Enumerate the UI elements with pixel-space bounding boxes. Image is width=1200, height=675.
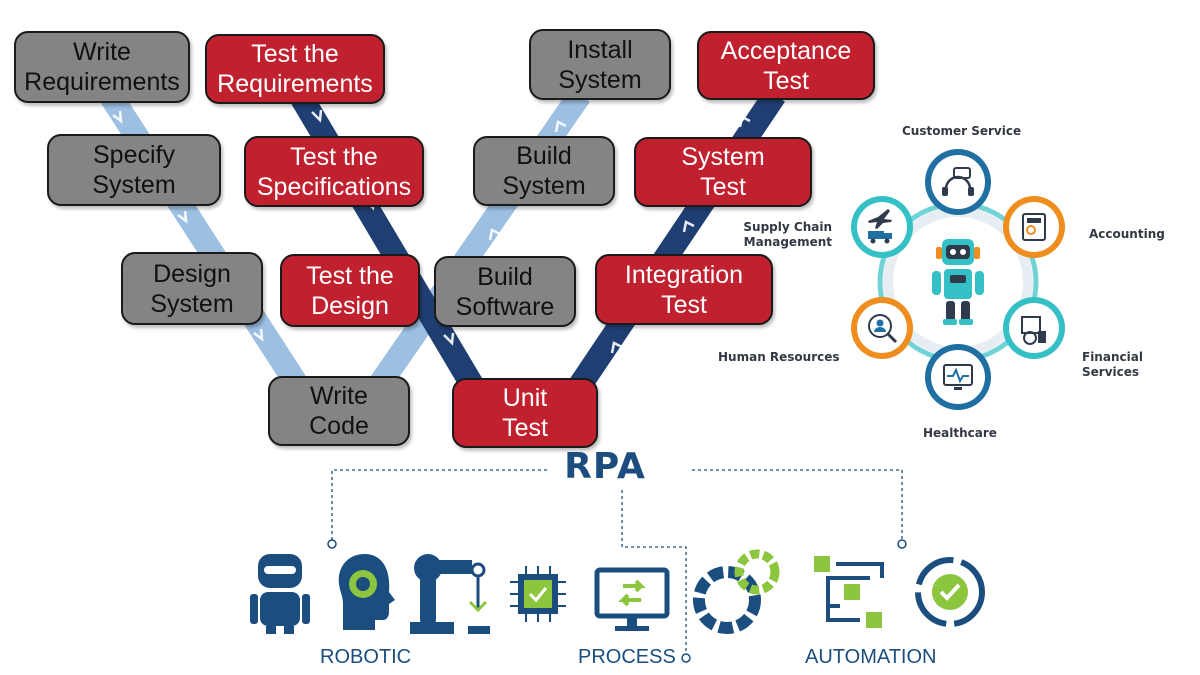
chevron-mark <box>554 120 567 133</box>
gears-icon <box>693 549 780 634</box>
head-gear-icon <box>338 554 395 630</box>
label-accounting: Accounting <box>1089 227 1165 241</box>
cycle-check-icon <box>915 557 985 627</box>
heart-monitor-icon <box>925 344 991 410</box>
box-design-system: Design System <box>121 252 263 325</box>
label-healthcare: Healthcare <box>923 426 997 440</box>
label-human-resources: Human Resources <box>718 350 840 364</box>
chevron-mark <box>112 110 123 124</box>
box-acceptance-test: Acceptance Test <box>697 31 875 100</box>
box-write-requirements: Write Requirements <box>14 31 190 103</box>
calculator-icon <box>1003 196 1065 258</box>
chip-check-icon <box>510 566 566 622</box>
box-build-software: Build Software <box>434 256 576 327</box>
chevron-mark <box>311 109 323 123</box>
chevron-mark <box>253 328 264 342</box>
chevron-mark <box>610 341 623 354</box>
label-financial-services: Financial Services <box>1082 350 1143 379</box>
box-write-code: Write Code <box>268 376 410 446</box>
box-unit-test: Unit Test <box>452 378 598 448</box>
rpa-title: RPA <box>564 446 646 487</box>
chevron-mark <box>488 228 501 241</box>
box-test-requirements: Test the Requirements <box>205 34 385 104</box>
box-install-system: Install System <box>529 29 671 100</box>
box-integration-test: Integration Test <box>595 254 773 325</box>
box-test-design: Test the Design <box>280 254 420 327</box>
label-supply-chain: Supply Chain Management <box>743 220 832 249</box>
chevron-mark <box>682 220 695 233</box>
box-build-system: Build System <box>473 136 615 206</box>
robot-icon <box>932 239 984 325</box>
rpa-industries-wheel <box>851 149 1065 410</box>
chevron-mark <box>420 378 433 391</box>
chevron-mark <box>177 210 188 224</box>
monitor-arrows-icon <box>594 567 670 631</box>
word-automation: AUTOMATION <box>805 646 937 668</box>
coins-icon <box>1003 297 1065 359</box>
rpa-icon-row <box>250 549 985 634</box>
label-customer-service: Customer Service <box>902 124 1022 138</box>
word-process: PROCESS <box>578 646 676 668</box>
flow-steps-icon <box>814 556 884 628</box>
truck-plane-icon <box>851 196 913 258</box>
box-system-test: System Test <box>634 137 812 207</box>
headset-icon <box>925 149 991 215</box>
box-specify-system: Specify System <box>47 134 221 206</box>
people-search-icon <box>851 297 913 359</box>
chevron-mark <box>738 115 751 128</box>
connector-dot <box>897 539 907 549</box>
chevron-mark <box>443 332 455 346</box>
word-robotic: ROBOTIC <box>320 646 412 668</box>
robot-icon <box>250 554 310 634</box>
box-test-specifications: Test the Specifications <box>244 136 424 207</box>
connector-dot <box>681 653 691 663</box>
robot-arm-icon <box>410 554 490 634</box>
connector-dot <box>327 539 337 549</box>
